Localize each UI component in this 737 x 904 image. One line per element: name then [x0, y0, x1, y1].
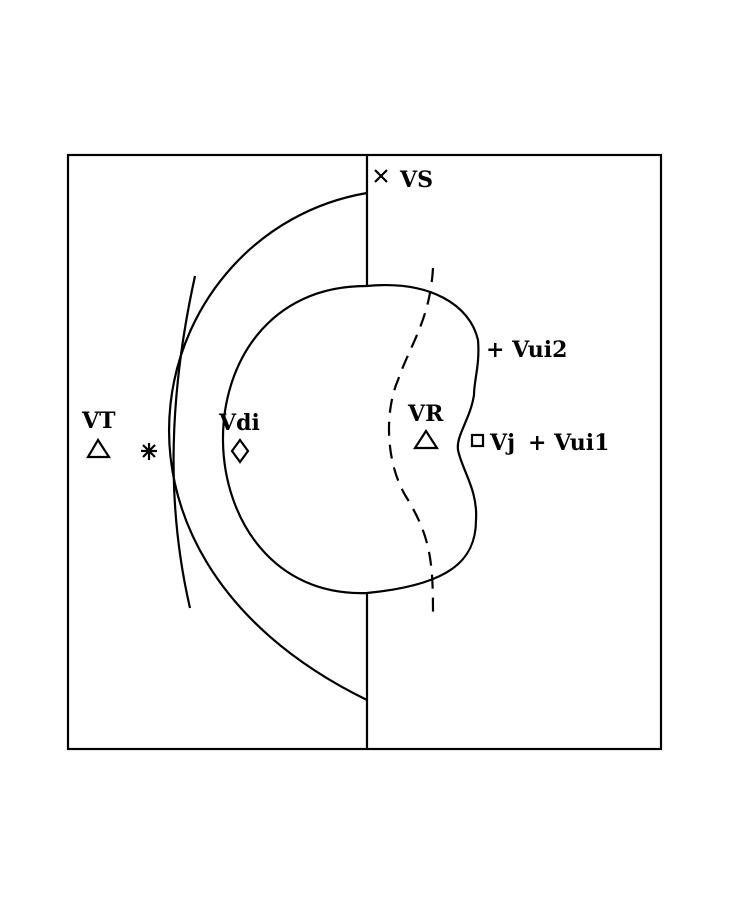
vs-cross-marker [374, 169, 388, 183]
vdi-diamond-marker [230, 438, 250, 464]
kidney-region [221, 284, 480, 595]
outer-arc [168, 191, 368, 701]
arc-chord [172, 275, 197, 609]
vui2-label: + Vui2 [486, 337, 567, 363]
vr-label: VR [407, 401, 444, 427]
outer-frame [66, 153, 663, 751]
vj-square-marker [470, 433, 485, 448]
vt-triangle-marker [86, 437, 112, 459]
vs-label: VS [399, 167, 433, 193]
dashed-boundary [387, 267, 435, 613]
vj-label: Vj [489, 430, 515, 456]
vt-label: VT [81, 408, 116, 434]
asterisk-marker [141, 443, 157, 460]
vui1-label: + Vui1 [528, 430, 609, 456]
vdi-label: Vdi [218, 410, 260, 436]
vr-triangle-marker [412, 428, 440, 450]
